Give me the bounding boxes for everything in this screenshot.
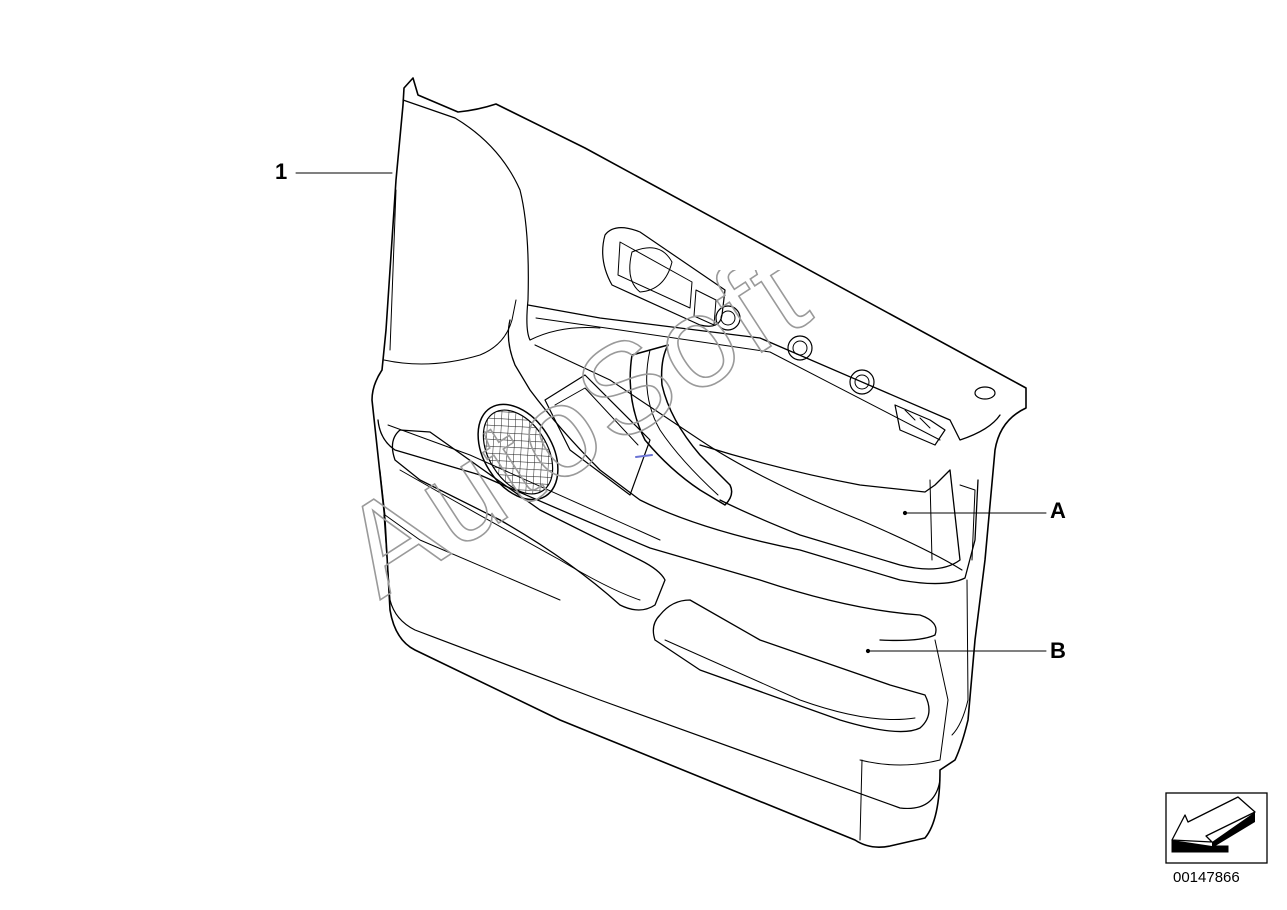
switch-button-2: [787, 335, 813, 361]
mirror-switch: [894, 404, 946, 446]
top-trim-strip: [527, 304, 1001, 441]
speaker-grille-outline: [477, 403, 559, 501]
door-panel-outline: [371, 77, 1027, 848]
callout-label-b: B: [1050, 638, 1066, 663]
lock-knob: [974, 386, 996, 400]
arrow-orientation-icon: [1171, 796, 1256, 853]
callout-label-1: 1: [275, 159, 288, 184]
upper-map-pocket: [391, 429, 666, 611]
speaker-grille: [482, 409, 554, 495]
switch-button-1: [715, 305, 741, 331]
pull-handle: [629, 344, 733, 506]
part-b-map-pocket: [652, 599, 930, 733]
part-a-trim-insert: [699, 444, 961, 570]
switch-button-3: [849, 369, 875, 395]
door-handle-recess: [602, 227, 726, 327]
armrest-surround: [507, 319, 979, 585]
orientation-box: [1165, 792, 1268, 864]
lower-panel-body: [383, 514, 941, 810]
lower-armrest-band: [377, 419, 937, 642]
grab-insert: [544, 374, 651, 496]
upper-pillar-inner: [383, 299, 517, 365]
callout-label-a: A: [1050, 498, 1066, 523]
diagram-number: 00147866: [1173, 869, 1240, 886]
upper-pillar-edge: [402, 99, 531, 341]
